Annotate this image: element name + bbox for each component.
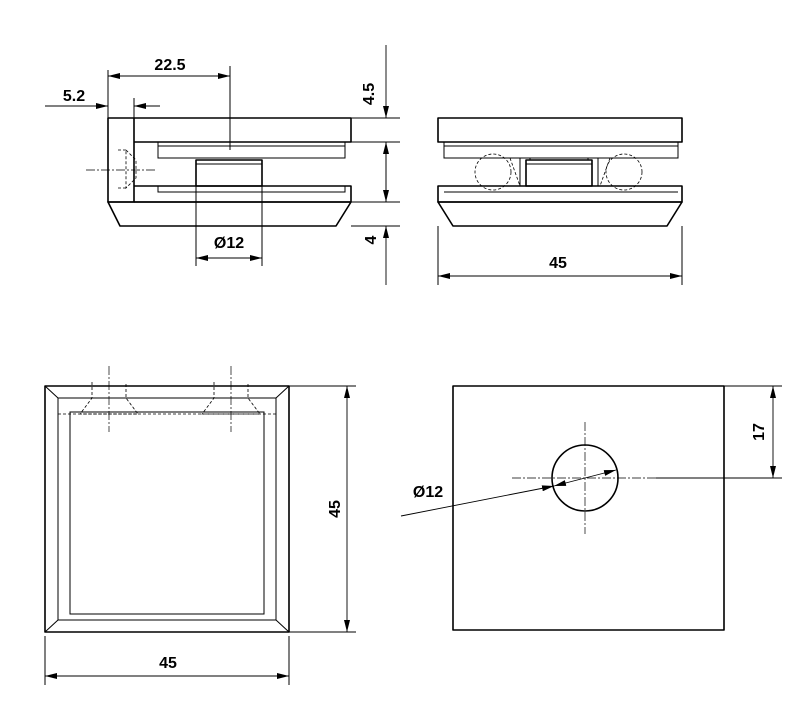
dim-5-2: 5.2 [63, 88, 85, 105]
plate-view [452, 385, 725, 631]
plate-view-dimensions: Ø12 17 [400, 385, 782, 517]
dim-bottom-width: 45 [159, 655, 177, 672]
side-view [86, 117, 352, 227]
dim-bottom-height: 45 [327, 500, 344, 518]
dim-side-hole-dia: Ø12 [214, 235, 244, 252]
dim-front-width: 45 [549, 255, 567, 272]
bottom-view [44, 366, 290, 633]
dim-4-5: 4.5 [361, 83, 378, 105]
bottom-view-dimensions: 45 45 [44, 385, 356, 685]
dim-22-5: 22.5 [154, 57, 185, 74]
dim-plate-hole-dia: Ø12 [413, 484, 443, 501]
front-view-dimensions: 45 [437, 226, 683, 285]
front-view [437, 117, 683, 227]
dim-plate-hole-offset: 17 [751, 423, 768, 441]
dim-4: 4 [363, 235, 380, 244]
side-view-dimensions: 22.5 5.2 Ø12 4.5 4 [45, 45, 400, 285]
